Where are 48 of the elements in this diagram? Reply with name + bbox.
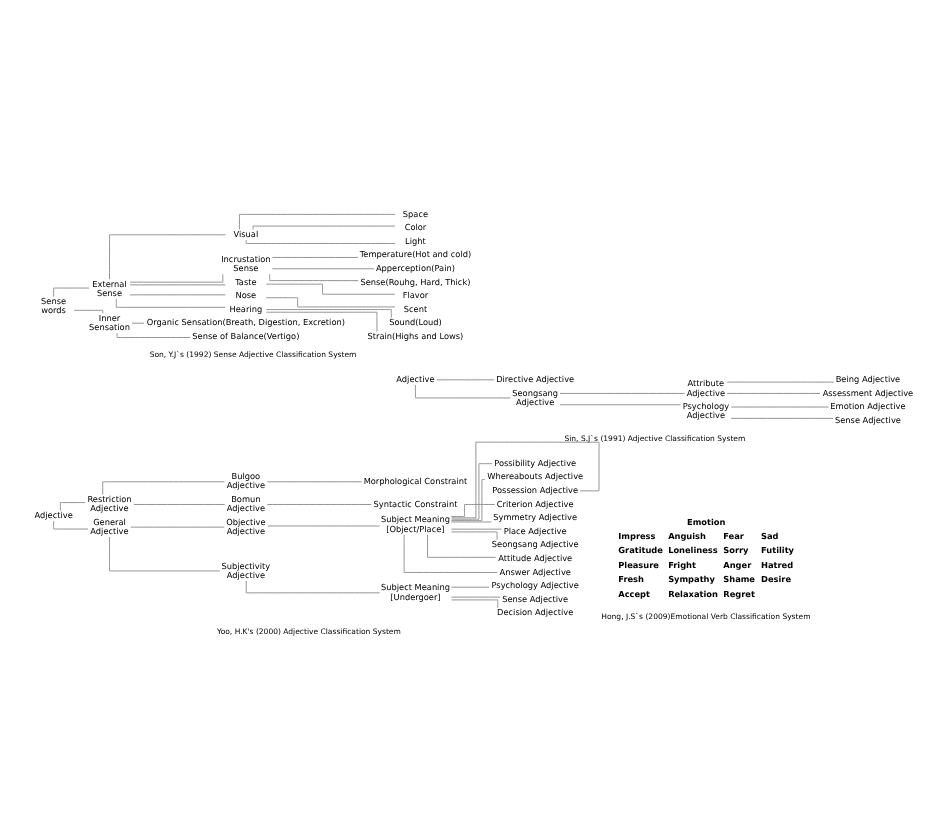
connector — [436, 378, 495, 380]
connector — [59, 501, 86, 510]
connector — [450, 595, 501, 597]
connector — [267, 524, 380, 526]
connector — [73, 308, 104, 313]
connector — [271, 267, 375, 269]
connector — [415, 383, 511, 398]
connector — [271, 256, 359, 257]
connector — [450, 520, 492, 522]
connector — [266, 480, 363, 482]
connector — [252, 224, 396, 229]
connector — [129, 293, 226, 295]
connector — [265, 282, 396, 294]
connector — [109, 233, 226, 279]
connector — [102, 480, 225, 494]
connector — [53, 519, 89, 529]
connector — [726, 391, 821, 393]
connector — [245, 579, 381, 593]
connector — [129, 272, 224, 282]
connector — [559, 403, 681, 405]
connector — [427, 533, 497, 557]
connector — [726, 380, 835, 382]
connector — [450, 503, 496, 516]
connector — [451, 598, 499, 608]
connector — [450, 585, 490, 587]
connector — [131, 321, 145, 323]
connector — [116, 331, 191, 337]
connector — [129, 283, 226, 285]
connector — [451, 530, 498, 540]
connector — [53, 286, 90, 297]
connector — [730, 405, 830, 407]
connector — [265, 310, 378, 331]
connector — [266, 503, 372, 504]
connector — [451, 462, 493, 519]
connector — [450, 478, 486, 521]
connector — [239, 212, 396, 229]
connector — [115, 297, 226, 307]
connector — [133, 503, 226, 504]
connector — [403, 533, 498, 572]
connector — [730, 416, 834, 418]
connector — [265, 308, 392, 318]
connector — [130, 525, 225, 527]
connector — [559, 391, 685, 393]
connector — [450, 527, 502, 529]
connector — [245, 238, 396, 243]
connector — [265, 296, 396, 307]
connector — [269, 272, 359, 281]
connector — [109, 535, 221, 571]
